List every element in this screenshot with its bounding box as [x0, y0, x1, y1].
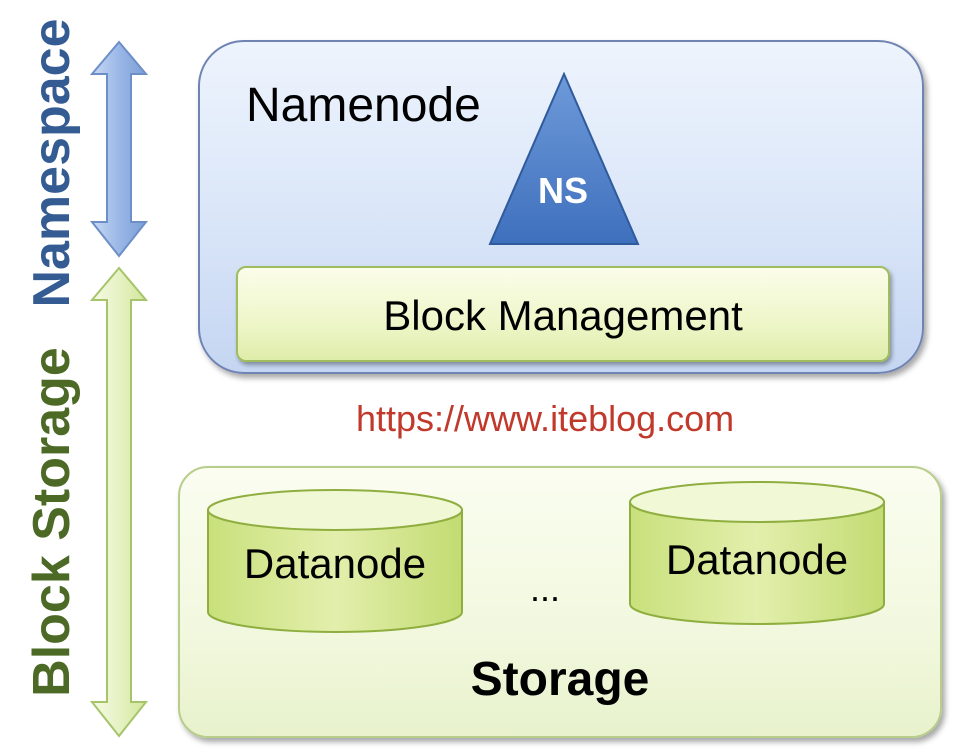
ns-triangle-icon	[488, 72, 640, 245]
datanode-label: Datanode	[665, 536, 849, 583]
datanode-cylinder-icon	[629, 481, 885, 625]
namespace-label: Namespace	[23, 18, 81, 308]
ellipsis: ...	[530, 568, 561, 609]
datanode-label: Datanode	[243, 540, 427, 587]
datanode-cylinder-icon	[207, 489, 463, 633]
block-management-box	[236, 266, 890, 362]
source-url: https://www.iteblog.com	[356, 398, 735, 439]
block-storage-arrow	[89, 266, 149, 738]
namespace-arrow	[89, 40, 149, 258]
storage-title: Storage	[470, 653, 650, 706]
block-storage-label: Block Storage	[23, 347, 81, 697]
ns-label: NS	[537, 170, 588, 211]
namenode-title: Namenode	[246, 79, 481, 132]
block-management-label: Block Management	[383, 292, 743, 339]
